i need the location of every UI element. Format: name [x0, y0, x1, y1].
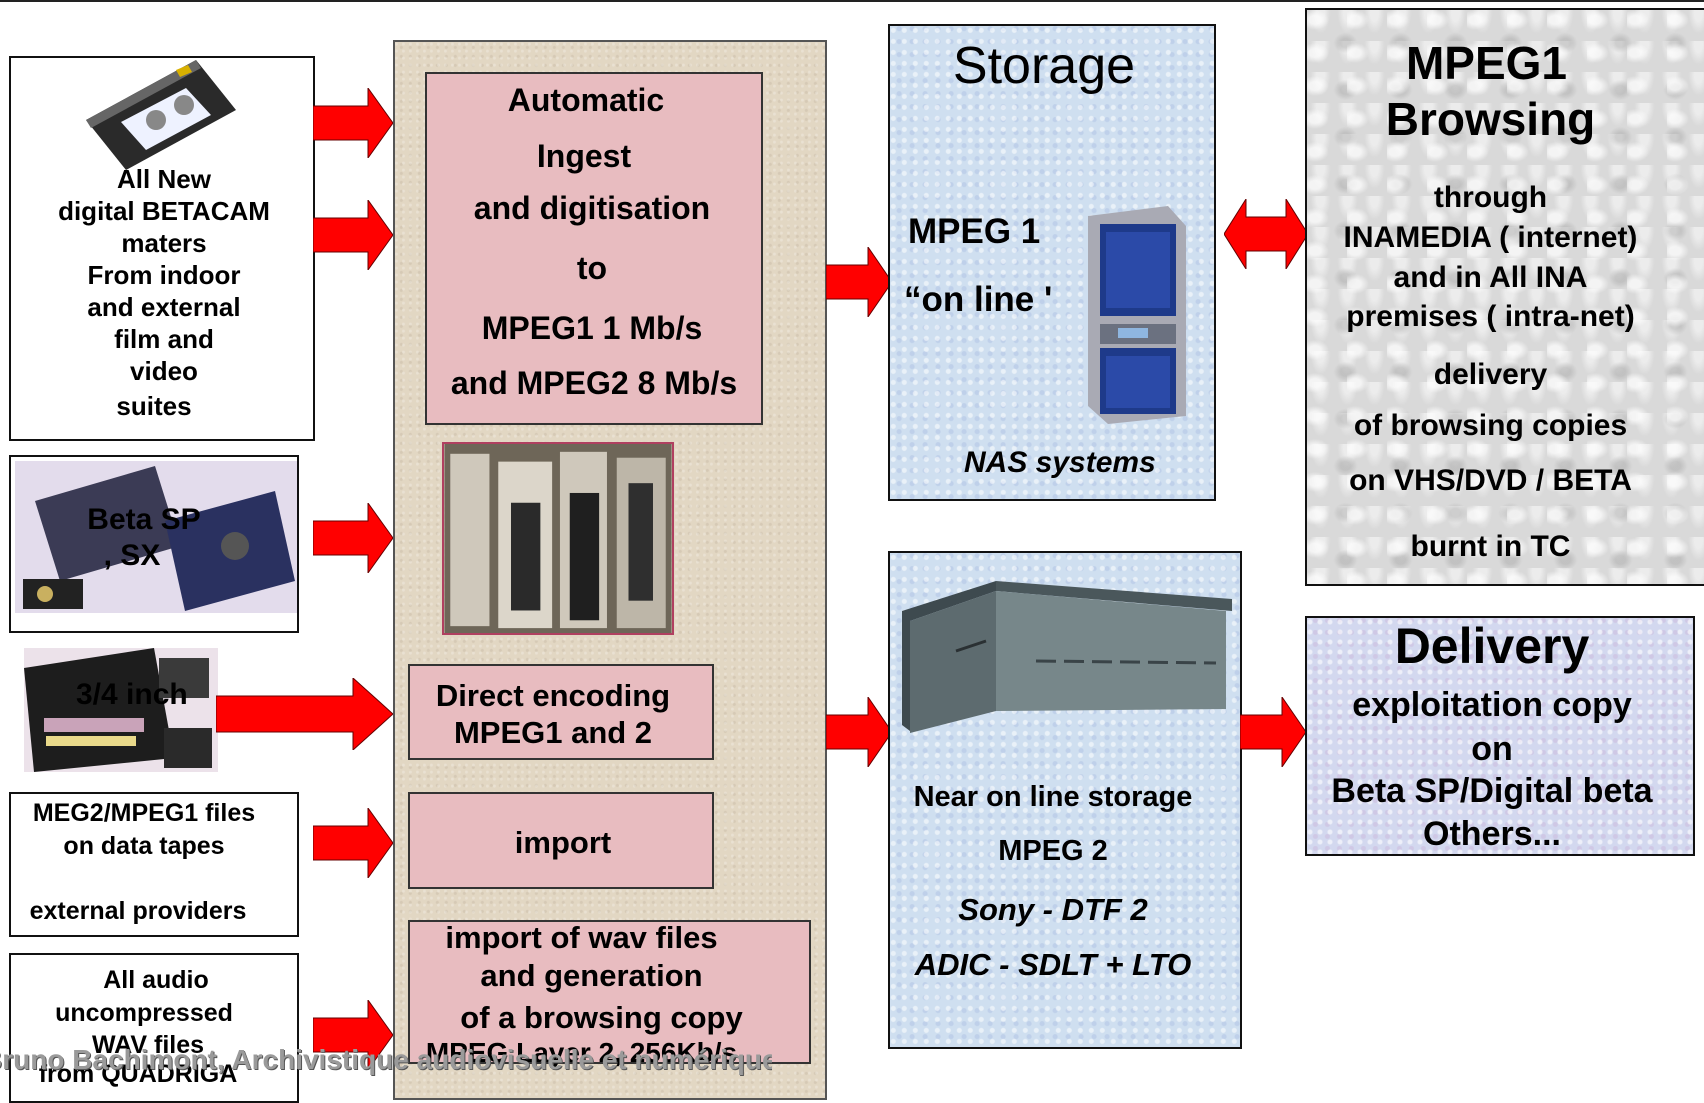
betacam-line: maters — [121, 228, 207, 258]
direct-line: MPEG1 and 2 — [453, 715, 653, 750]
wav-line: import of wav files — [445, 920, 718, 955]
wav-import-box: import of wav files and generation of a … — [408, 920, 811, 1067]
betacam-line: digital BETACAM — [58, 196, 270, 226]
delivery-box: Delivery exploitation copy on Beta SP/Di… — [1305, 616, 1695, 856]
nearline-line: ADIC - SDLT + LTO — [914, 947, 1192, 982]
delivery-line: Beta SP/Digital beta — [1331, 772, 1653, 810]
tape-library-image — [902, 581, 1232, 733]
browsing-line: of browsing copies — [1353, 409, 1628, 442]
arrow-right-icon — [313, 1000, 393, 1070]
wav-line: MPEG Layer 2, 256Kb/s — [425, 1037, 738, 1068]
betasp-source-box: Beta SP , SX — [9, 455, 299, 633]
ingest-line: Automatic — [507, 82, 665, 118]
arrow-right-icon — [313, 200, 393, 270]
betacam-source-box: All New digital BETACAM maters From indo… — [9, 56, 315, 441]
direct-encoding-box: Direct encoding MPEG1 and 2 — [408, 664, 714, 760]
import-box: import — [408, 792, 714, 889]
ingest-line: MPEG1 1 Mb/s — [481, 310, 703, 346]
nearline-line: Near on line storage — [913, 781, 1193, 813]
ingest-line: to — [576, 250, 608, 286]
ingest-line: and MPEG2 8 Mb/s — [450, 365, 738, 401]
betacam-line: suites — [116, 391, 192, 421]
betasp-cassettes-image — [15, 461, 297, 613]
double-arrow-icon — [1224, 199, 1308, 269]
delivery-line: on — [1471, 730, 1513, 768]
storage-line: MPEG 1 — [908, 212, 1041, 251]
import-label: import — [514, 825, 612, 860]
browsing-line: delivery — [1433, 358, 1548, 391]
arrow-right-icon — [826, 697, 892, 767]
browsing-line: burnt in TC — [1410, 530, 1571, 563]
browsing-box: MPEG1 Browsing through INAMEDIA ( intern… — [1305, 8, 1704, 586]
ingest-line: Ingest — [536, 138, 632, 174]
direct-line: Direct encoding — [435, 678, 671, 713]
datatapes-line: MEG2/MPEG1 files — [32, 799, 256, 827]
browsing-title: MPEG1 — [1405, 37, 1568, 89]
arrow-right-icon — [313, 503, 393, 573]
top-rule — [0, 0, 1704, 2]
ingest-robot-image — [442, 442, 674, 635]
datatapes-source-box: MEG2/MPEG1 files on data tapes external … — [9, 792, 299, 937]
arrow-right-icon — [313, 808, 393, 878]
betasp-line: Beta SP — [87, 503, 201, 536]
nas-server-image — [1088, 206, 1186, 424]
delivery-line: exploitation copy — [1352, 686, 1632, 724]
betacam-cassette-image — [86, 60, 236, 170]
nearline-line: MPEG 2 — [998, 835, 1108, 867]
arrow-right-icon — [826, 247, 892, 317]
betacam-line: film and — [114, 324, 214, 354]
datatapes-line: on data tapes — [63, 832, 225, 860]
browsing-line: premises ( intra-net) — [1346, 300, 1635, 333]
betacam-line: and external — [87, 292, 241, 322]
audio-line: from QUADRIGA — [38, 1060, 238, 1088]
audio-line: All audio — [103, 966, 209, 994]
audio-line: WAV files — [91, 1031, 205, 1059]
ingest-line: and digitisation — [473, 190, 711, 226]
datatapes-line: external providers — [29, 897, 247, 925]
betacam-line: video — [130, 356, 198, 386]
audio-line: uncompressed — [55, 999, 233, 1027]
browsing-line: through — [1433, 181, 1548, 214]
wav-line: and generation — [480, 958, 703, 993]
delivery-title: Delivery — [1394, 618, 1590, 674]
wav-line: of a browsing copy — [460, 1000, 743, 1035]
storage-title: Storage — [952, 37, 1136, 95]
three-quarter-label: 3/4 inch — [76, 678, 188, 711]
audio-source-box: All audio uncompressed WAV files from QU… — [9, 953, 299, 1103]
three-quarter-cassette-image — [24, 648, 218, 772]
browsing-line: and in All INA — [1393, 261, 1588, 294]
nearline-line: Sony - DTF 2 — [958, 892, 1148, 927]
nas-label: NAS systems — [964, 446, 1156, 479]
arrow-right-icon — [313, 88, 393, 158]
nearline-storage-box: Near on line storage MPEG 2 Sony - DTF 2… — [888, 551, 1242, 1049]
arrow-right-icon — [1240, 697, 1306, 767]
browsing-line: on VHS/DVD / BETA — [1349, 464, 1632, 497]
browsing-line: INAMEDIA ( internet) — [1343, 221, 1638, 254]
betasp-line: , SX — [103, 539, 161, 572]
delivery-line: Others... — [1423, 815, 1561, 853]
betacam-line: From indoor — [87, 260, 241, 290]
arrow-right-icon — [216, 678, 393, 750]
betacam-line: All New — [117, 164, 211, 194]
storage-line: “on line ' — [904, 280, 1053, 319]
browsing-title: Browsing — [1385, 93, 1596, 145]
author-footer: Bruno Bachimont, Archivistique audiovisu… — [0, 1044, 772, 1075]
online-storage-box: Storage MPEG 1 “on line ' NAS systems — [888, 24, 1216, 501]
ingest-box: Automatic Ingest and digitisation to MPE… — [425, 72, 763, 425]
